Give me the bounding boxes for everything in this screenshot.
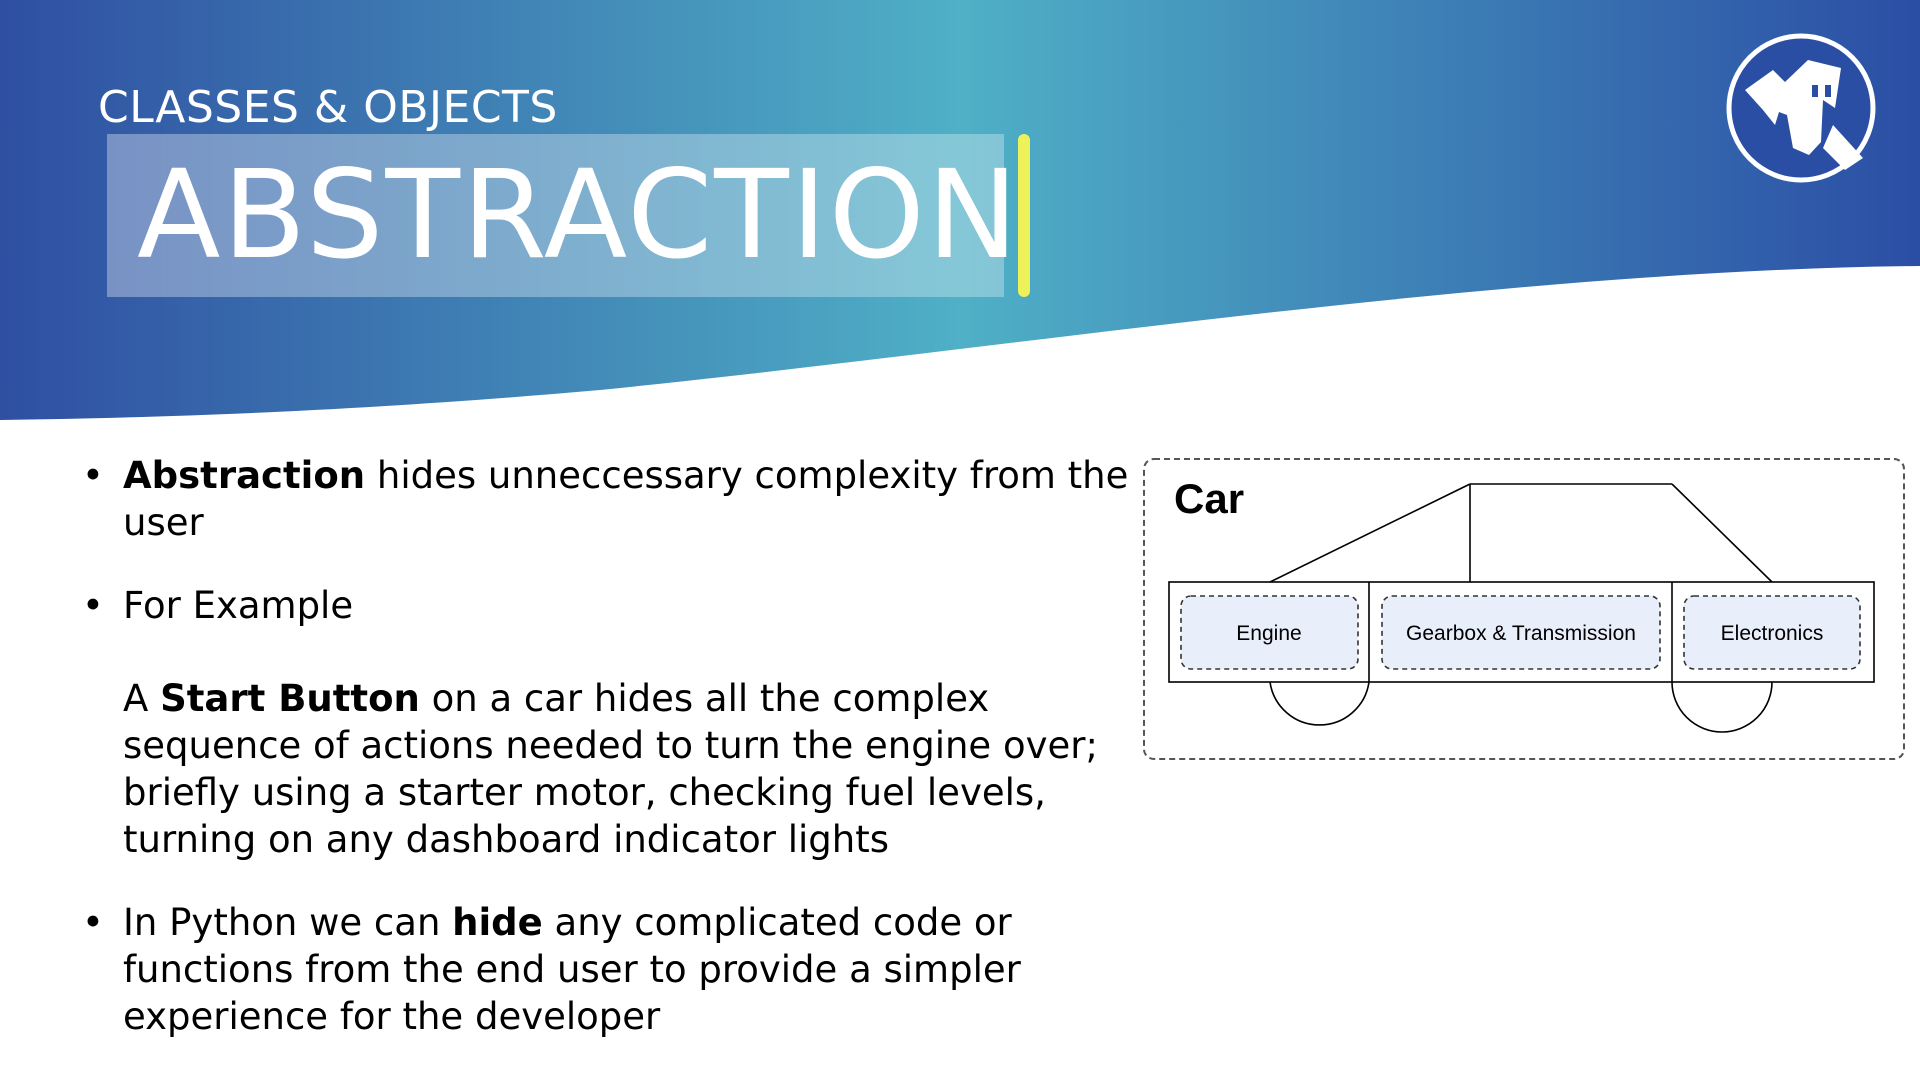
bullet-body: any complicated code or functions from t… <box>123 901 1021 1038</box>
engine-box <box>1180 595 1359 670</box>
diagram-frame <box>1143 458 1905 760</box>
bullet-list: • Abstraction hides unneccessary complex… <box>82 452 1142 1040</box>
header-wave <box>0 0 1920 420</box>
car-roof-left <box>1269 483 1471 583</box>
bullet-item: • For Example A Start Button on a car hi… <box>82 582 1142 863</box>
electronics-label: Electronics <box>1721 622 1824 645</box>
section-subtitle: CLASSES & OBJECTS <box>98 82 558 133</box>
car-wheel-rear <box>1671 681 1773 733</box>
bullet-bold-term: Abstraction <box>123 454 366 497</box>
school-crest-icon <box>1726 33 1876 183</box>
gearbox-label: Gearbox & Transmission <box>1406 622 1636 645</box>
car-body <box>1168 581 1875 683</box>
car-diagram: Car Engine Gearbox & Transmission Electr… <box>1143 458 1905 760</box>
bullet-dot: • <box>82 584 104 627</box>
bullet-text: Abstraction hides unneccessary complexit… <box>123 452 1142 546</box>
car-roof-right <box>1671 483 1773 583</box>
bullet-dot: • <box>82 901 104 944</box>
bullet-body: hides unneccessary complexity from the u… <box>123 454 1129 544</box>
example-post: on a car hides all the complex sequence … <box>123 677 1098 861</box>
bullet-bold-term: hide <box>452 901 543 944</box>
bullet-heading: For Example <box>123 584 354 627</box>
bullet-body: In Python we can <box>123 901 453 944</box>
header-banner <box>0 0 1920 420</box>
example-bold-term: Start Button <box>160 677 420 720</box>
example-pre: A <box>123 677 161 720</box>
bullet-item: • In Python we can hide any complicated … <box>82 899 1142 1040</box>
title-box <box>107 134 1004 297</box>
bullet-text: In Python we can hide any complicated co… <box>123 899 1142 1040</box>
engine-label: Engine <box>1236 622 1301 645</box>
bullet-dot: • <box>82 454 104 497</box>
diagram-label: Car <box>1174 475 1244 522</box>
example-paragraph: A Start Button on a car hides all the co… <box>123 675 1142 863</box>
bullet-item: • Abstraction hides unneccessary complex… <box>82 452 1142 546</box>
gearbox-box <box>1381 595 1661 670</box>
electronics-box <box>1683 595 1861 670</box>
title-accent-bar <box>1018 134 1030 297</box>
car-wheel-front <box>1269 681 1370 726</box>
page-title: ABSTRACTION <box>137 144 1021 286</box>
